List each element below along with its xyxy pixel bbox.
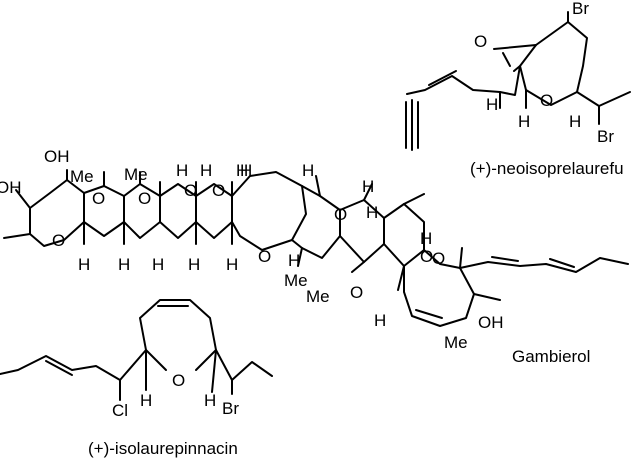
hydrogen-atom-label: H	[152, 255, 164, 274]
hydrogen-atom-label: H	[200, 161, 212, 180]
hydrogen-atom-label: H	[118, 255, 130, 274]
bromine-atom-label: Br	[597, 127, 614, 146]
hydroxyl-group-label: OH	[0, 178, 22, 197]
hydrogen-atom-label: H	[176, 161, 188, 180]
isolaurepinnacin-structure: O H H Cl Br (+)-isolaurepinnacin	[0, 299, 273, 458]
hydrogen-atom-label: H	[78, 255, 90, 274]
gambierol-caption: Gambierol	[512, 347, 590, 366]
hydrogen-atom-label: H	[240, 161, 252, 180]
oxygen-atom-label: O	[420, 247, 433, 266]
oxygen-atom-label: O	[172, 371, 185, 390]
oxygen-atom-label: O	[258, 247, 271, 266]
hydrogen-atom-label: H	[420, 229, 432, 248]
isolaurepinnacin-caption: (+)-isolaurepinnacin	[88, 439, 238, 458]
hydrogen-atom-label: H	[226, 255, 238, 274]
oxygen-atom-label: O	[184, 181, 197, 200]
methyl-group-label: Me	[124, 165, 148, 184]
bromine-atom-label: Br	[222, 399, 239, 418]
bromine-atom-label: Br	[572, 0, 589, 18]
hydrogen-atom-label: H	[518, 112, 530, 131]
oxygen-atom-label: O	[474, 32, 487, 51]
neoisoprelaurefucin-caption: (+)-neoisoprelaurefu	[470, 159, 624, 178]
hydrogen-atom-label: H	[302, 161, 314, 180]
gambierol-structure: OH OH Me Me O O O O H H H H O H O H H H …	[0, 147, 629, 366]
oxygen-atom-label: O	[432, 249, 445, 268]
oxygen-atom-label: O	[138, 189, 151, 208]
methyl-group-label: Me	[444, 333, 468, 352]
methyl-group-label: Me	[70, 167, 94, 186]
hydrogen-atom-label: H	[204, 391, 216, 410]
hydrogen-atom-label: H	[362, 177, 374, 196]
hydrogen-atom-label: H	[569, 112, 581, 131]
oxygen-atom-label: O	[334, 205, 347, 224]
hydroxyl-group-label: OH	[44, 147, 70, 166]
hydrogen-atom-label: H	[366, 203, 378, 222]
hydrogen-atom-label: H	[188, 255, 200, 274]
hydrogen-atom-label: H	[236, 161, 248, 180]
chlorine-atom-label: Cl	[112, 401, 128, 420]
oxygen-atom-label: O	[540, 91, 553, 110]
oxygen-atom-label: O	[212, 181, 225, 200]
hydrogen-atom-label: H	[140, 391, 152, 410]
oxygen-atom-label: O	[92, 189, 105, 208]
oxygen-atom-label: O	[52, 231, 65, 250]
neoisoprelaurefucin-structure: Br O O H H H Br (+)-neoisoprelaurefu	[405, 0, 631, 178]
methyl-group-label: Me	[284, 271, 308, 290]
hydroxyl-group-label: OH	[478, 313, 504, 332]
hydrogen-atom-label: H	[288, 251, 300, 270]
oxygen-atom-label: O	[350, 283, 363, 302]
hydrogen-atom-label: H	[374, 311, 386, 330]
methyl-group-label: Me	[306, 287, 330, 306]
hydrogen-atom-label: H	[486, 95, 498, 114]
